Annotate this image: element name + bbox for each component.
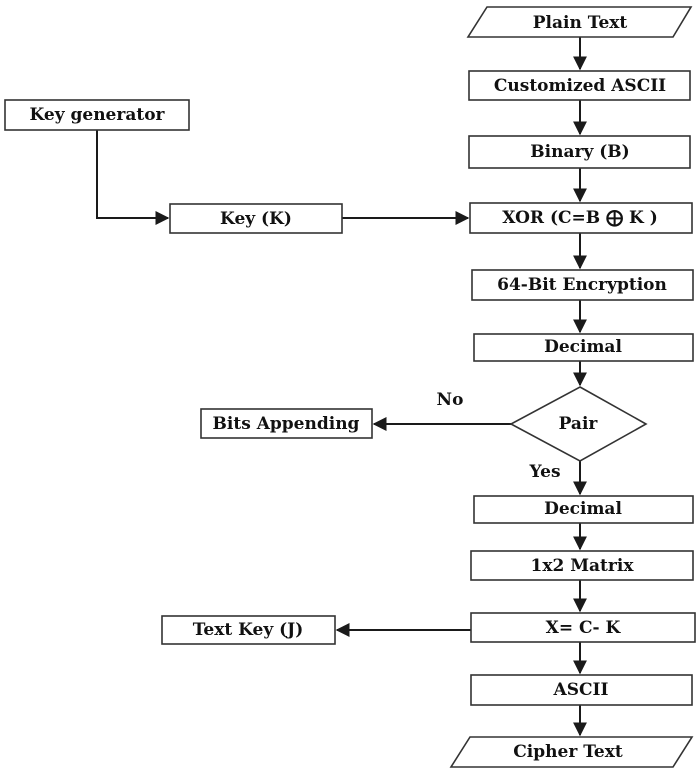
cipher-text-node: Cipher Text [449, 736, 694, 768]
bits-appending-label: Bits Appending [213, 414, 360, 434]
decimal-node-1: Decimal [473, 333, 694, 362]
ascii-node: ASCII [470, 674, 693, 706]
text-key-label: Text Key (J) [193, 620, 304, 640]
matrix-label: 1x2 Matrix [531, 556, 635, 576]
customized-ascii-label: Customized ASCII [494, 76, 666, 96]
text-key-node: Text Key (J) [161, 615, 336, 645]
yes-label: Yes [528, 462, 560, 482]
cipher-text-label: Cipher Text [513, 742, 623, 762]
encryption-64bit-node: 64-Bit Encryption [471, 269, 694, 301]
ascii-label: ASCII [553, 680, 609, 700]
key-node: Key (K) [169, 203, 343, 234]
customized-ascii-node: Customized ASCII [468, 70, 691, 101]
plain-text-label: Plain Text [533, 13, 628, 33]
pair-decision-node: Pair [509, 386, 648, 462]
xor-label: XOR (C=B ⨁ K ) [502, 208, 658, 228]
no-label: No [437, 390, 464, 410]
bits-appending-node: Bits Appending [200, 408, 373, 439]
edge-keygen-to-key [96, 130, 170, 225]
xor-node: XOR (C=B ⨁ K ) [469, 202, 693, 234]
subtract-label: X= C- K [546, 618, 622, 638]
subtract-node: X= C- K [470, 612, 696, 643]
plain-text-node: Plain Text [466, 6, 693, 38]
key-label: Key (K) [220, 209, 292, 229]
binary-label: Binary (B) [530, 142, 629, 162]
decimal-node-2: Decimal [473, 495, 694, 524]
encryption-64bit-label: 64-Bit Encryption [497, 275, 667, 295]
key-generator-label: Key generator [29, 105, 165, 125]
edges [96, 37, 587, 737]
binary-node: Binary (B) [468, 135, 691, 169]
matrix-node: 1x2 Matrix [470, 550, 694, 581]
key-generator-node: Key generator [4, 99, 190, 131]
decimal-label-1: Decimal [544, 337, 622, 357]
pair-label: Pair [559, 414, 599, 434]
decimal-label-2: Decimal [544, 499, 622, 519]
